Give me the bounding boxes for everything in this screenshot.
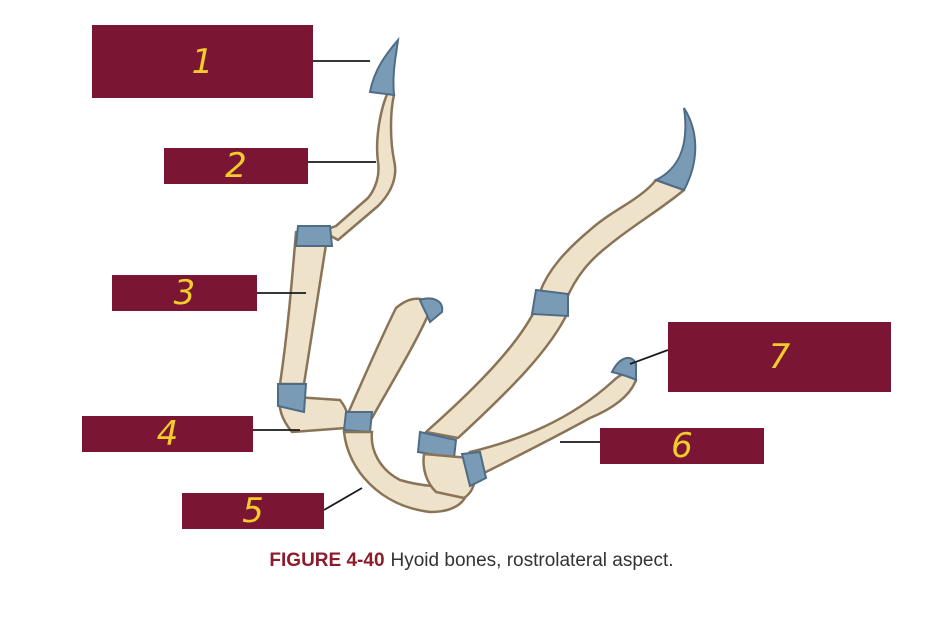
label-box-1[interactable]: 1	[92, 25, 313, 98]
label-number-2: 2	[225, 146, 247, 186]
leader-lines	[253, 60, 669, 511]
right-joint-cartilage	[530, 288, 569, 318]
label-number-1: 1	[191, 41, 214, 82]
label-box-3[interactable]: 3	[112, 275, 257, 311]
left-stylohyoid-cartilage	[368, 36, 400, 97]
label-number-7: 7	[768, 337, 791, 377]
label-number-6: 6	[671, 426, 693, 466]
label-box-4[interactable]: 4	[82, 416, 253, 452]
label-number-4: 4	[156, 414, 179, 454]
right-stylohyoid-cartilage	[653, 107, 697, 192]
figure-caption-text: Hyoid bones, rostrolateral aspect.	[390, 550, 674, 571]
label-box-7[interactable]: 7	[668, 322, 891, 392]
basihyoid-joint-left	[342, 411, 374, 434]
left-ceratohyoid	[344, 297, 434, 420]
label-box-2[interactable]: 2	[164, 148, 308, 184]
left-lower-joint-cartilage	[277, 383, 308, 414]
figure-number: FIGURE 4-40	[269, 550, 385, 571]
left-ceratohyoid-cartilage	[418, 297, 444, 324]
label-number-3: 3	[173, 273, 196, 313]
left-joint-cartilage	[294, 225, 334, 247]
label-number-5: 5	[242, 491, 264, 531]
label-box-6[interactable]: 6	[600, 428, 764, 464]
label-box-5[interactable]: 5	[182, 493, 324, 529]
thyrohyoid-joint-cartilage	[460, 450, 488, 488]
